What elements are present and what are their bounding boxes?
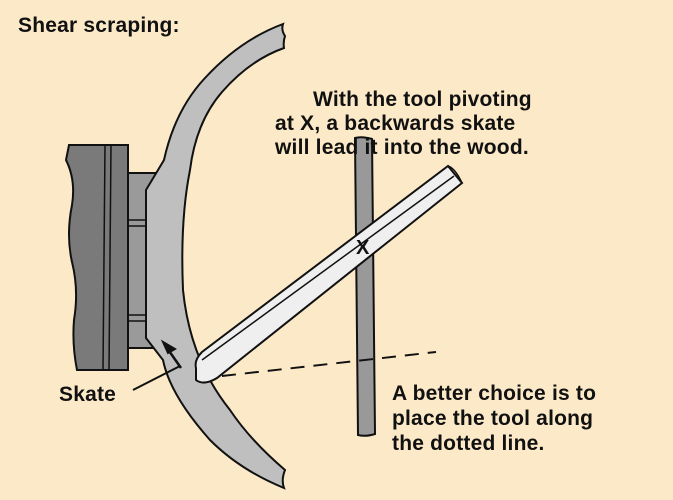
top-annotation-line-3: will lead it into the wood.: [275, 136, 529, 159]
bottom-annotation-line-2: place the tool along: [392, 407, 594, 430]
pivot-mark: X: [356, 237, 370, 259]
skate-leader-line: [132, 365, 181, 391]
bottom-annotation-line-1: A better choice is to: [392, 382, 597, 405]
scraper-tool: [194, 164, 464, 384]
diagram-title: Shear scraping:: [18, 14, 180, 37]
skate-label: Skate: [59, 383, 117, 406]
workpiece-bowl-wall: [145, 22, 287, 490]
skate-arrow: [160, 339, 183, 369]
lathe-headstock: [64, 144, 129, 371]
top-annotation-line-2: at X, a backwards skate: [275, 112, 516, 135]
dotted-guide-line: [221, 351, 437, 377]
tool-rest: [353, 136, 377, 437]
bottom-annotation-line-3: the dotted line.: [392, 432, 545, 455]
bottom-annotation: A better choice is to place the tool alo…: [392, 381, 596, 456]
top-annotation-line-1: With the tool pivoting: [313, 88, 532, 111]
